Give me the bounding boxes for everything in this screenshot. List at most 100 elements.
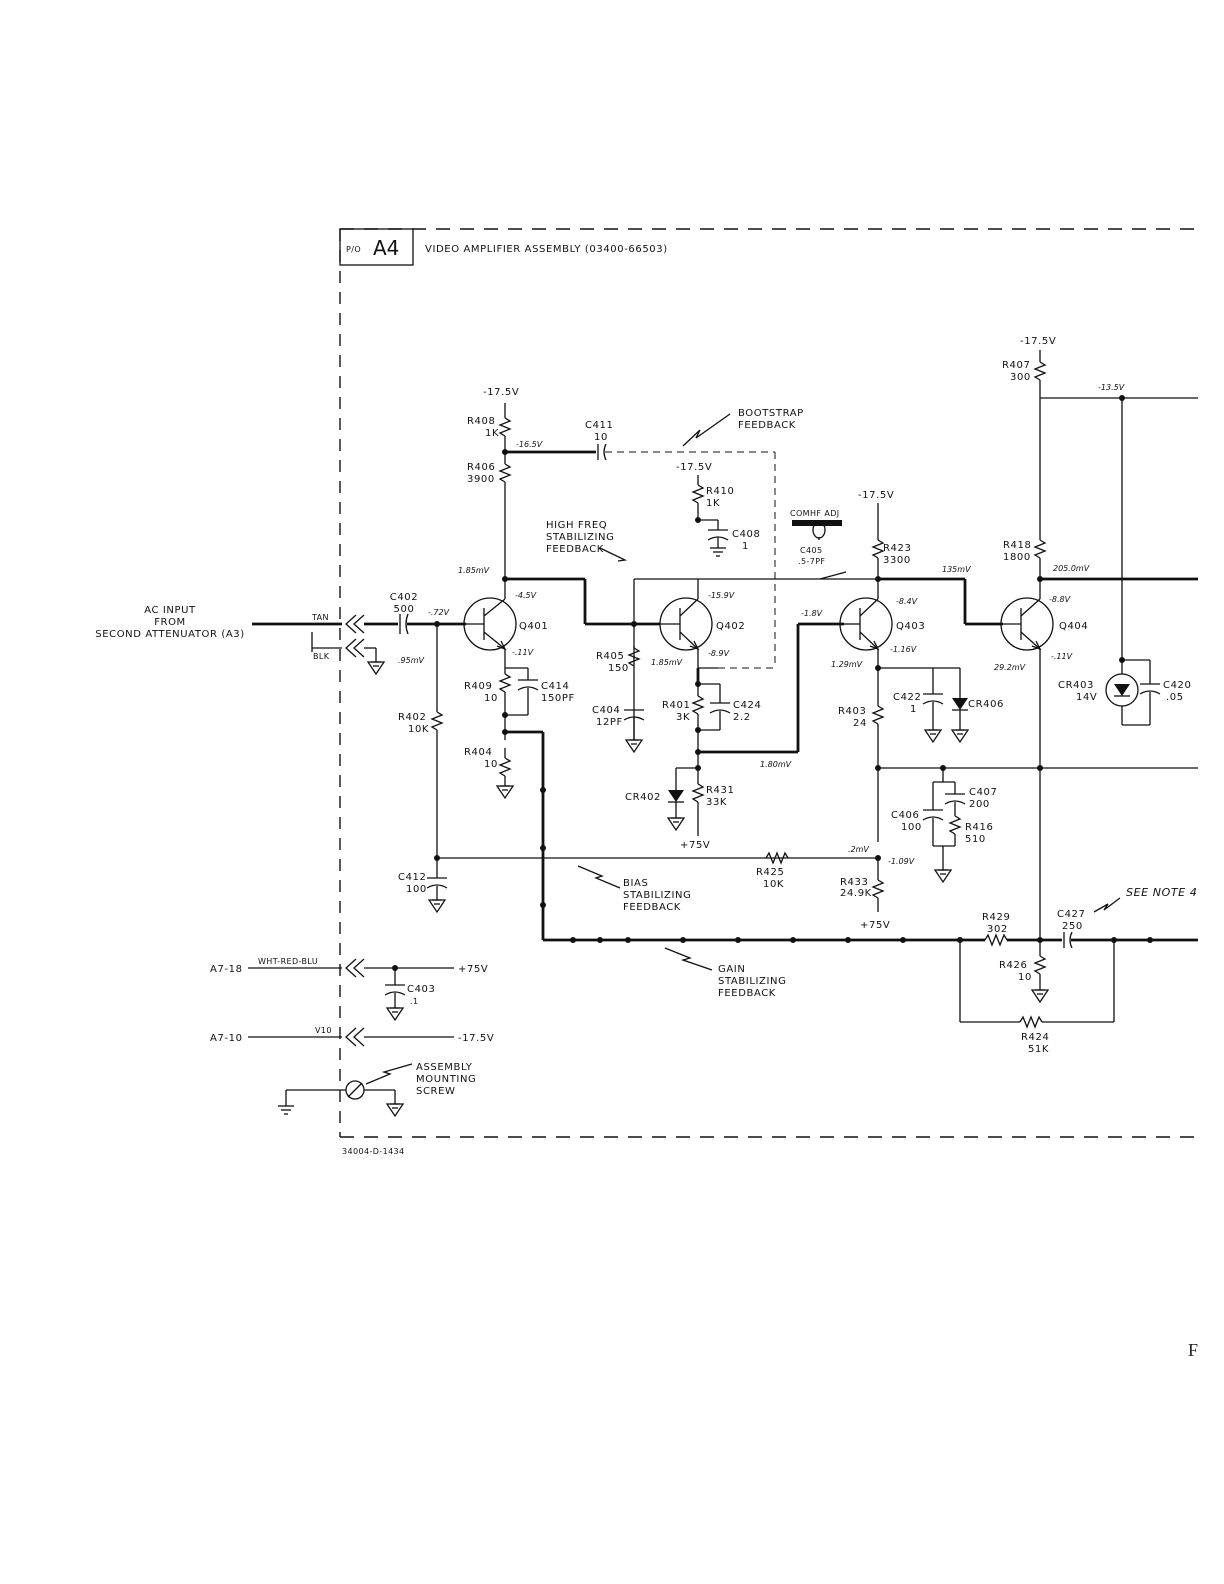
- gain-feedback-network: [540, 787, 1198, 1029]
- r403-ref: R403: [838, 706, 866, 717]
- cr403-ref: CR403: [1058, 680, 1094, 691]
- input-wiring: [252, 613, 466, 675]
- gain-stabilizing-label-3: FEEDBACK: [718, 988, 776, 999]
- hf-stabilizing-label-2: STABILIZING: [546, 532, 614, 543]
- r425-ref: R425: [756, 867, 784, 878]
- cr406-ref: CR406: [968, 699, 1004, 710]
- r416-value: 510: [965, 834, 986, 845]
- c403-ref: C403: [407, 984, 435, 995]
- c424-ref: C424: [733, 700, 761, 711]
- bootstrap-label-2: FEEDBACK: [738, 420, 796, 431]
- connector-a7-18: A7-18: [210, 964, 243, 975]
- transistor-q401: [463, 597, 517, 651]
- c405-value: .5-7PF: [798, 557, 825, 566]
- voltage-plus-75-b: +75V: [860, 920, 890, 931]
- gain-stabilizing-label-2: STABILIZING: [718, 976, 786, 987]
- r407-ref: R407: [1002, 360, 1030, 371]
- q402-emitter-voltage: -8.9V: [708, 649, 730, 658]
- r416-ref: R416: [965, 822, 993, 833]
- bootstrap-arrow: [682, 413, 731, 447]
- r408-value: 1K: [485, 428, 499, 439]
- r406-ref: R406: [467, 462, 495, 473]
- r410-c408-network: [691, 475, 729, 557]
- r410-value: 1K: [706, 498, 720, 509]
- supply-plus-75v: +75V: [458, 964, 488, 975]
- c420-value: .05: [1166, 692, 1184, 703]
- r431-ref: R431: [706, 785, 734, 796]
- q401-collector-voltage: -4.5V: [515, 591, 537, 600]
- signal-level-q403-base: 1.80mV: [760, 760, 792, 769]
- r433-ref: R433: [840, 877, 868, 888]
- voltage-minus-1-09: -1.09V: [888, 857, 915, 866]
- board-outline: [339, 228, 1198, 1138]
- c427-ref: C427: [1057, 909, 1085, 920]
- c412-ref: C412: [398, 872, 426, 883]
- q403-collector-voltage: -8.4V: [896, 597, 918, 606]
- board-id: A4: [373, 236, 399, 260]
- signal-level-bias: .2mV: [848, 845, 869, 854]
- mount-label-1: ASSEMBLY: [416, 1062, 473, 1073]
- see-note-label: SEE NOTE 4: [1126, 886, 1197, 899]
- input-label-line1: AC INPUT: [144, 605, 196, 616]
- cmhf-adjust-label: COMHF ADJ: [790, 509, 840, 518]
- gain-stabilizing-arrow: [664, 947, 713, 971]
- voltage-minus-17-5-d: -17.5V: [1020, 336, 1056, 347]
- c405-ref: C405: [800, 546, 822, 555]
- mount-label-2: MOUNTING: [416, 1074, 476, 1085]
- r423-value: 3300: [883, 555, 911, 566]
- q404-label: Q404: [1059, 621, 1088, 632]
- r404-ref: R404: [464, 747, 492, 758]
- board-id-box: [339, 228, 414, 266]
- r409-ref: R409: [464, 681, 492, 692]
- q403-label: Q403: [896, 621, 925, 632]
- connector-a7-10: A7-10: [210, 1033, 243, 1044]
- r404-value: 10: [484, 759, 498, 770]
- r418-value: 1800: [1003, 552, 1031, 563]
- input-label-line2: FROM: [154, 617, 186, 628]
- c424-value: 2.2: [733, 712, 751, 723]
- r402-bias-network: [426, 624, 880, 913]
- connector-a7-18-wire: WHT-RED-BLU: [258, 957, 318, 966]
- c404-ref: C404: [592, 705, 620, 716]
- q403-emitter-network: [871, 649, 1198, 912]
- bias-stabilizing-label-2: STABILIZING: [623, 890, 691, 901]
- r424-value: 51K: [1028, 1044, 1049, 1055]
- bias-stabilizing-label-3: FEEDBACK: [623, 902, 681, 913]
- q402-collector-voltage: -15.9V: [708, 591, 735, 600]
- supply-connectors: [248, 958, 454, 1047]
- signal-level-q401-collector: 1.85mV: [458, 566, 490, 575]
- q403-emitter-voltage: -1.16V: [890, 645, 917, 654]
- q403-base-voltage: -1.8V: [801, 609, 823, 618]
- c420-ref: C420: [1163, 680, 1191, 691]
- r405-value: 150: [608, 663, 629, 674]
- signal-level-input: .95mV: [398, 656, 425, 665]
- c403-value: .1: [410, 997, 418, 1006]
- signal-level-q403-emitter: 1.29mV: [831, 660, 863, 669]
- r418-ref: R418: [1003, 540, 1031, 551]
- r425-value: 10K: [763, 879, 784, 890]
- signal-level-q404-emitter: 29.2mV: [994, 663, 1026, 672]
- wire-blk-label: BLK: [313, 652, 330, 661]
- c422-ref: C422: [893, 692, 921, 703]
- q404-emitter-voltage: -.11V: [1051, 652, 1073, 661]
- c406-value: 100: [901, 822, 922, 833]
- r423-ref: R423: [883, 543, 911, 554]
- bootstrap-label: BOOTSTRAP: [738, 408, 804, 419]
- c414-ref: C414: [541, 681, 569, 692]
- r402-value: 10K: [408, 724, 429, 735]
- c422-value: 1: [910, 704, 917, 715]
- c407-value: 200: [969, 799, 990, 810]
- board-prefix: P/O: [346, 245, 361, 254]
- r402-ref: R402: [398, 712, 426, 723]
- transistor-q403: [839, 597, 893, 651]
- c402-ref: C402: [390, 592, 418, 603]
- c402-value: 500: [394, 604, 415, 615]
- c414-value: 150PF: [541, 693, 575, 704]
- page-letter: F: [1188, 1340, 1198, 1360]
- r407-value: 300: [1010, 372, 1031, 383]
- c408-ref: C408: [732, 529, 760, 540]
- input-label-line3: SECOND ATTENUATOR (A3): [95, 629, 244, 640]
- c427-value: 250: [1062, 921, 1083, 932]
- transistor-q402: [659, 579, 718, 669]
